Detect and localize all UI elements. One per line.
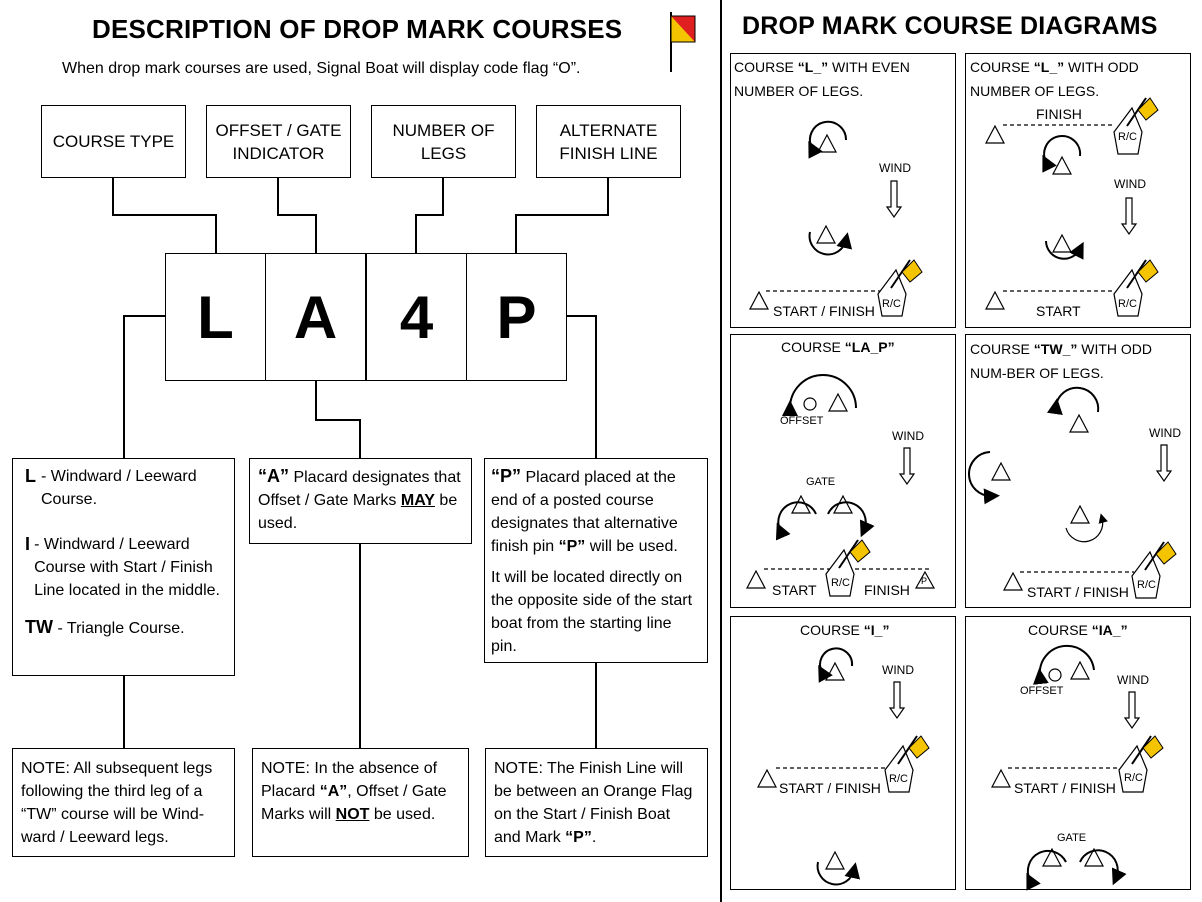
card-title-l-even: COURSE “L_” WITH EVEN NUMBER OF LEGS. xyxy=(734,59,910,99)
letter-box-finish: P xyxy=(466,253,567,381)
label-rc: R/C xyxy=(1124,772,1143,784)
right-title: DROP MARK COURSE DIAGRAMS xyxy=(742,12,1158,40)
label-wind: WIND xyxy=(882,663,914,677)
header-offset-gate: OFFSET / GATE INDICATOR xyxy=(206,105,351,178)
label-start: START xyxy=(1036,303,1081,319)
label-wind: WIND xyxy=(892,429,924,443)
card-title-la-p: COURSE “LA_P” xyxy=(781,339,895,355)
header-number-of-legs: NUMBER OF LEGS xyxy=(371,105,516,178)
diagram-tw xyxy=(968,386,1177,599)
label-wind: WIND xyxy=(879,161,911,175)
label-start-finish: START / FINISH xyxy=(1014,780,1116,796)
label-wind: WIND xyxy=(1149,426,1181,440)
card-title-i: COURSE “I_” xyxy=(800,622,890,638)
label-rc: R/C xyxy=(889,773,908,785)
note-offset-gate: NOTE: In the absence of Placard “A”, Off… xyxy=(252,748,469,857)
letter-box-course-type: L xyxy=(165,253,266,381)
label-rc: R/C xyxy=(1118,298,1137,310)
card-title-tw: COURSE “TW_” WITH ODD NUM-BER OF LEGS. xyxy=(970,341,1153,381)
label-rc: R/C xyxy=(1118,131,1137,143)
label-start: START xyxy=(772,582,817,598)
diagram-i xyxy=(757,647,930,886)
center-divider xyxy=(720,0,722,902)
alternate-finish-description: “P” Placard placed at the end of a poste… xyxy=(484,458,708,663)
label-wind: WIND xyxy=(1114,177,1146,191)
diagram-l-even xyxy=(749,120,923,317)
label-start-finish: START / FINISH xyxy=(773,303,875,319)
left-subtitle: When drop mark courses are used, Signal … xyxy=(62,60,581,77)
label-rc: R/C xyxy=(1137,579,1156,591)
connector-lines xyxy=(112,178,609,748)
diagram-card-l-even xyxy=(730,53,956,328)
offset-gate-description: “A” Placard designates that Offset / Gat… xyxy=(249,458,472,544)
diagram-card-l-odd xyxy=(965,53,1191,328)
label-start-finish: START / FINISH xyxy=(779,780,881,796)
label-p: P xyxy=(921,576,928,586)
header-alternate-finish: ALTERNATE FINISH LINE xyxy=(536,105,681,178)
note-finish-line: NOTE: The Finish Line will be between an… xyxy=(485,748,708,857)
label-offset: OFFSET xyxy=(1020,685,1064,697)
label-start-finish: START / FINISH xyxy=(1027,584,1129,600)
letter-box-legs: 4 xyxy=(366,253,467,381)
note-triangle: NOTE: All subsequent legs following the … xyxy=(12,748,235,857)
label-rc: R/C xyxy=(882,298,901,310)
label-finish: FINISH xyxy=(864,582,910,598)
label-wind: WIND xyxy=(1117,673,1149,687)
course-type-description: L- Windward / Leeward Course. I- Windwar… xyxy=(12,458,235,676)
header-course-type: COURSE TYPE xyxy=(41,105,186,178)
diagram-la-p xyxy=(746,374,936,597)
card-title-ia: COURSE “IA_” xyxy=(1028,622,1128,638)
label-finish: FINISH xyxy=(1036,106,1082,122)
diagram-ia xyxy=(991,644,1164,891)
code-flag-o-icon xyxy=(670,12,696,72)
card-title-l-odd: COURSE “L_” WITH ODD NUMBER OF LEGS. xyxy=(970,59,1139,99)
diagram-l-odd xyxy=(985,97,1159,317)
letter-box-offset-gate: A xyxy=(265,253,366,381)
label-rc: R/C xyxy=(831,577,850,589)
left-title: DESCRIPTION OF DROP MARK COURSES xyxy=(92,14,623,44)
label-gate: GATE xyxy=(806,476,836,488)
label-offset: OFFSET xyxy=(780,415,824,427)
label-gate: GATE xyxy=(1057,832,1087,844)
